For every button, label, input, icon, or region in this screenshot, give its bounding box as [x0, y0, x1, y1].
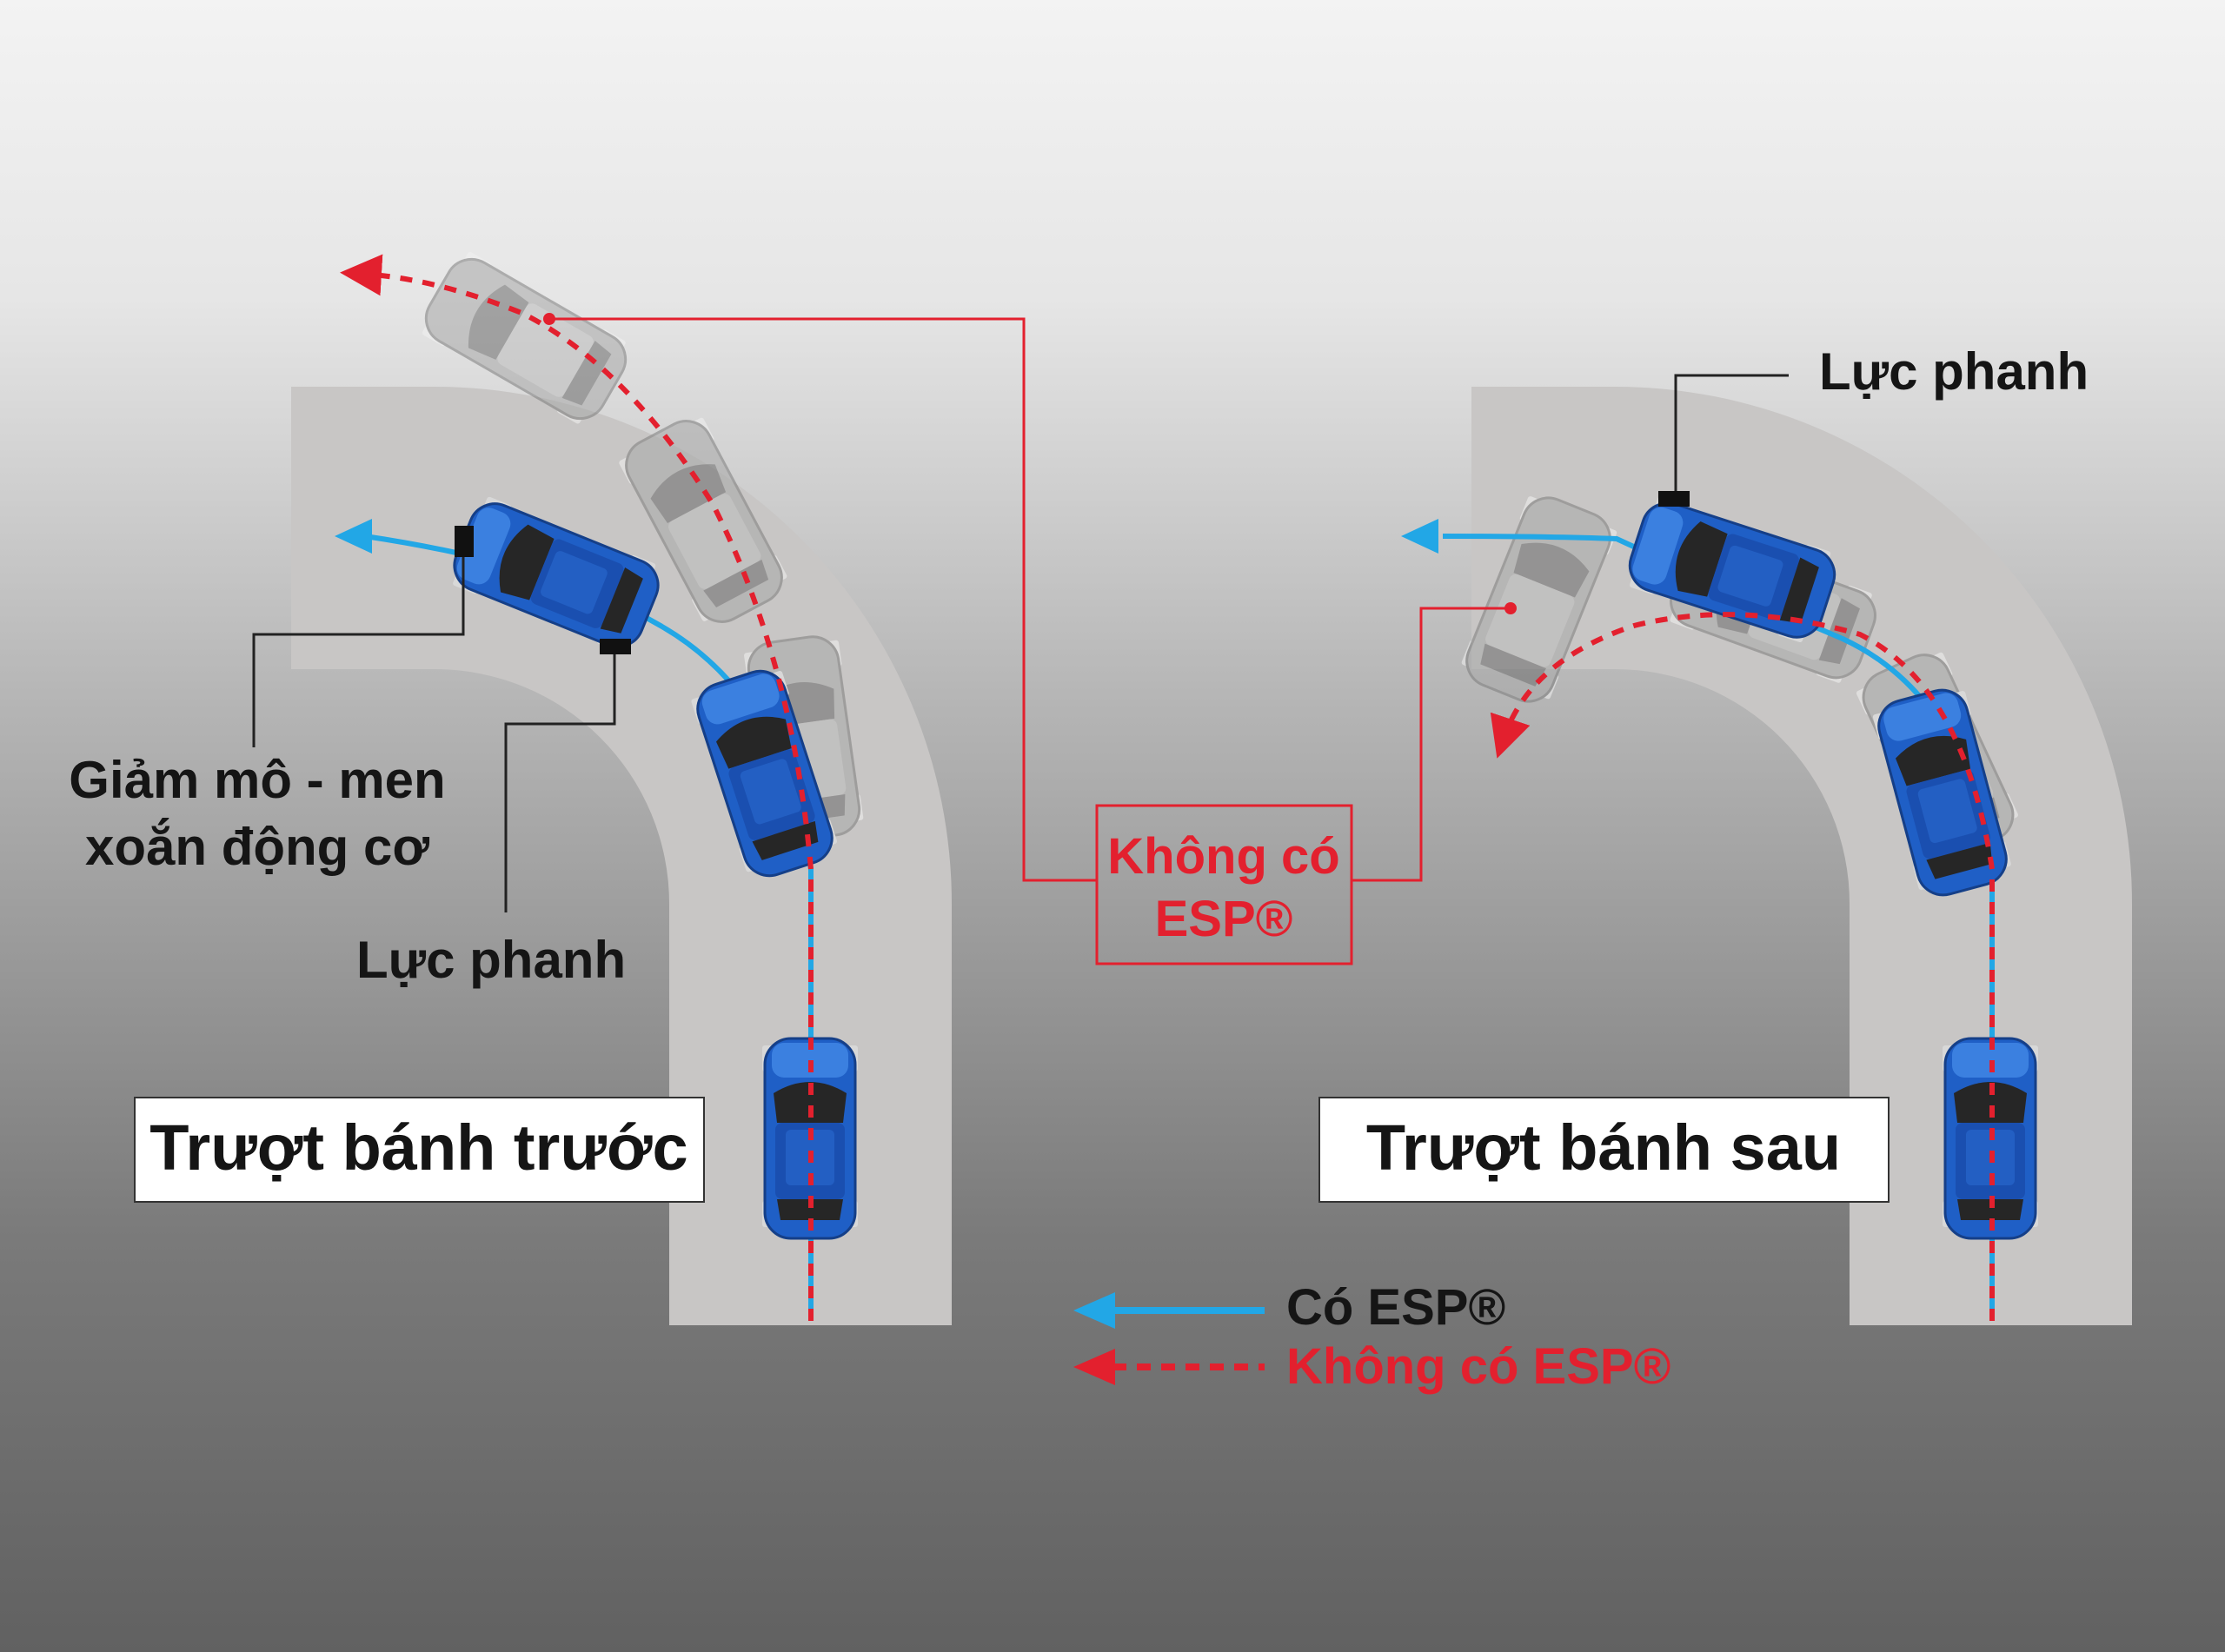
legend: Có ESP® Không có ESP®	[1073, 1279, 1670, 1395]
brake-label-left: Lực phanh	[356, 931, 626, 989]
callout-line-right	[1352, 607, 1511, 882]
right-title: Trượt bánh sau	[1366, 1111, 1841, 1184]
brake-leader-line-right	[1674, 374, 1789, 491]
legend-with-esp: Có ESP®	[1286, 1279, 1505, 1336]
brake-label-right: Lực phanh	[1819, 342, 2089, 401]
brake-marker	[600, 639, 631, 654]
torque-marker	[455, 526, 474, 557]
brake-marker	[1658, 491, 1690, 507]
right-panel: Lực phanh Trượt bánh sau	[1318, 342, 2132, 1325]
torque-leader-line	[252, 557, 465, 747]
torque-label-line1: Giảm mô - men	[69, 751, 445, 809]
callout-box	[1095, 804, 1353, 965]
right-without-esp-path	[1490, 612, 1995, 1321]
arrow-left-icon	[1073, 1292, 1115, 1329]
callout-line-left	[549, 317, 1097, 882]
arrow-left-icon	[1401, 519, 1438, 554]
arrow-left-icon	[335, 519, 372, 554]
brake-leader-line	[504, 654, 616, 912]
left-title-box	[134, 1097, 705, 1203]
legend-without-esp: Không có ESP®	[1286, 1338, 1670, 1395]
right-title-box	[1318, 1097, 1890, 1203]
center-callout: Không có ESP®	[549, 317, 1511, 965]
callout-line2: ESP®	[1155, 891, 1293, 947]
arrow-left-icon	[1073, 1349, 1115, 1385]
callout-line1: Không có	[1107, 828, 1339, 885]
left-panel: Giảm mô - men xoắn động cơ Lực phanh Trư…	[69, 246, 952, 1325]
left-title: Trượt bánh trước	[149, 1111, 687, 1184]
torque-label-line2: xoắn động cơ	[85, 818, 429, 876]
